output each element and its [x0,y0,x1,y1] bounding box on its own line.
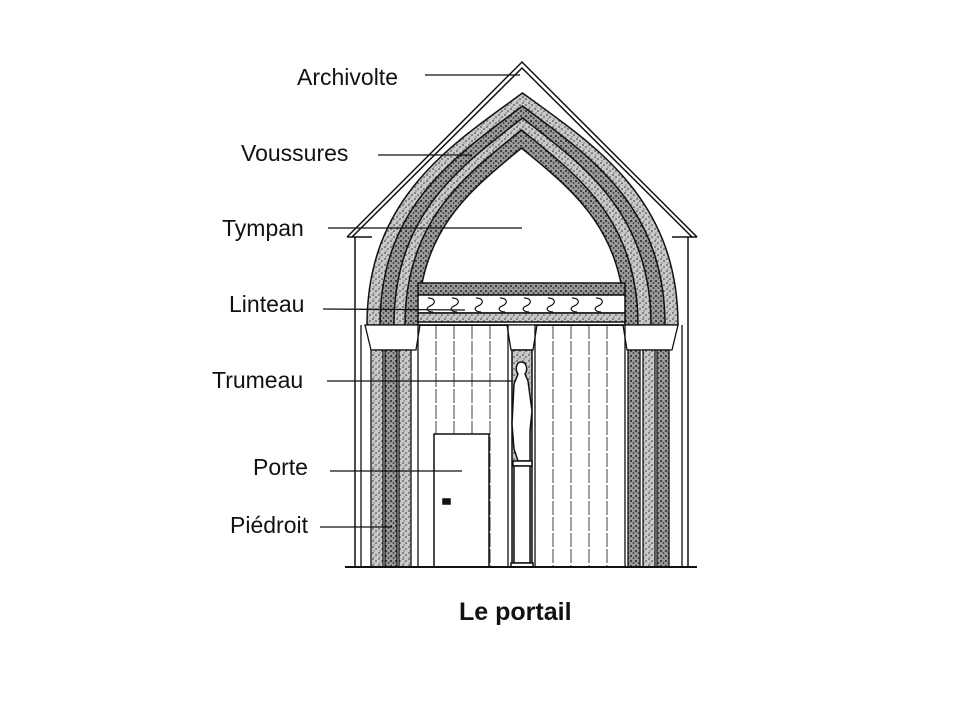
label-voussures: Voussures [241,140,349,166]
label-tympan: Tympan [222,215,304,241]
diagram-title: Le portail [459,598,572,626]
jambs [360,324,683,568]
trumeau-statue [510,349,534,568]
gable [346,60,698,567]
small-door [433,433,490,568]
lintel [417,282,626,323]
label-trumeau: Trumeau [212,367,304,393]
label-archivolte: Archivolte [297,64,398,90]
leader-lines [320,74,522,528]
archivolt-band [417,147,626,326]
label-linteau: Linteau [229,291,305,317]
label-porte: Porte [253,454,308,480]
label-piedroit: Piédroit [230,512,308,538]
